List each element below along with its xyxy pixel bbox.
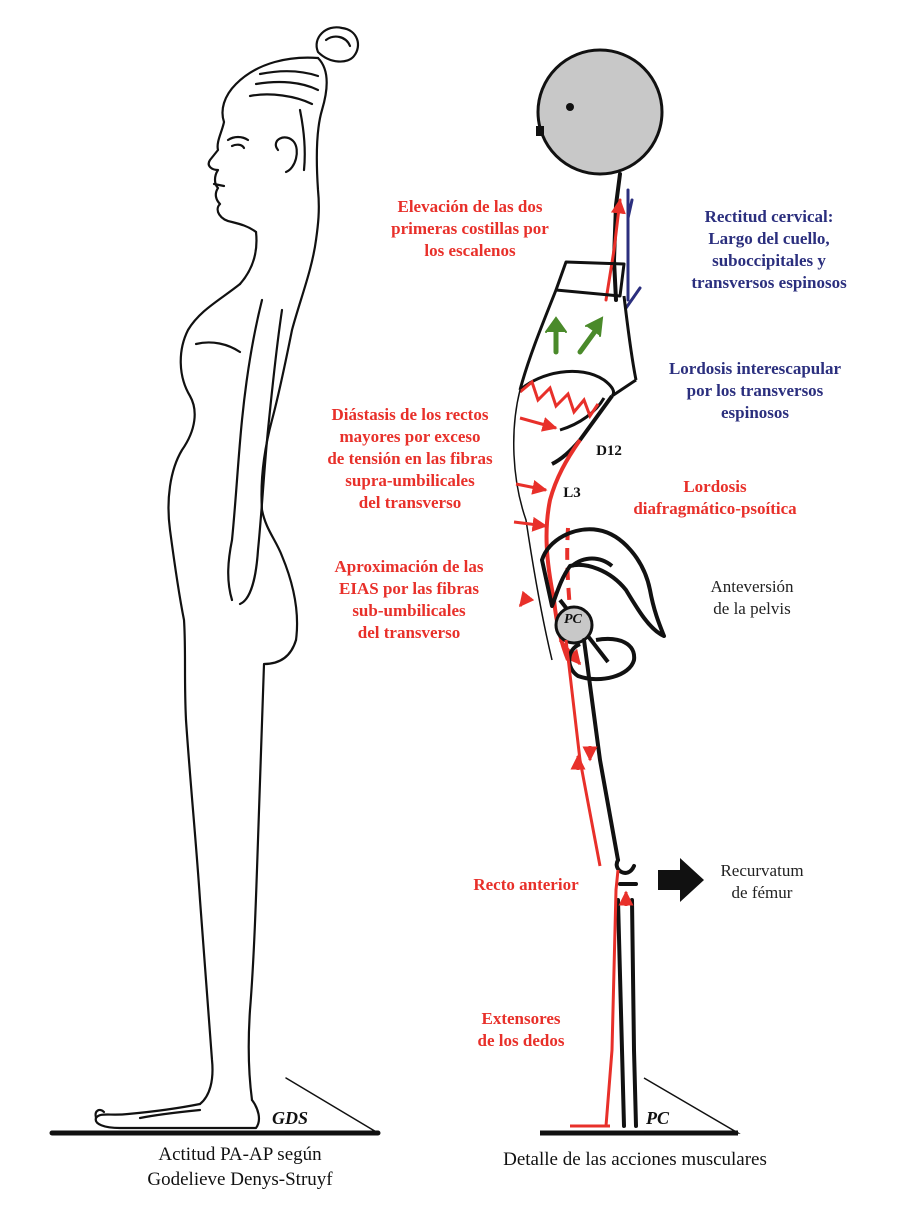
diaphragm-zigzag <box>519 379 600 420</box>
pivot-circle <box>554 605 594 645</box>
rib-cage <box>518 260 638 466</box>
green-arrow <box>545 316 604 355</box>
angle-triangle-left <box>285 1077 379 1134</box>
label-l3: L3 <box>563 485 581 501</box>
label-anteversion: Anteversión de la pelvis <box>710 577 794 618</box>
label-lordosis-diafragmatica: Lordosis diafragmático-psoítica <box>633 477 797 518</box>
label-recurvatum: Recurvatum de fémur <box>720 861 804 902</box>
cervical-spine <box>604 172 642 310</box>
hair-bun <box>315 26 360 63</box>
ear <box>274 136 298 174</box>
caption-right: Detalle de las acciones musculares <box>503 1149 767 1170</box>
head-outline <box>207 56 320 234</box>
mark-pc: PC <box>646 1108 670 1128</box>
recurvatum-arrow <box>658 858 704 902</box>
standing-figure-outline <box>49 26 381 1136</box>
label-rectitud-cervical: Rectitud cervical: Largo del cuello, sub… <box>691 207 847 292</box>
label-extensores: Extensores de los dedos <box>477 1009 565 1050</box>
label-lordosis-interescapular: Lordosis interescapular por los transver… <box>668 359 842 422</box>
head-circle <box>536 48 664 176</box>
ground-right <box>540 1077 741 1136</box>
label-elevacion: Elevación de las dos primeras costillas … <box>391 197 549 260</box>
abdomen-outline <box>513 389 553 661</box>
leg-bones <box>582 638 638 1128</box>
arm-outline <box>227 298 264 602</box>
caption-left: Actitud PA-AP según Godelieve Denys-Stru… <box>147 1144 333 1190</box>
pelvis <box>540 527 666 682</box>
feet <box>94 1098 261 1130</box>
label-d12: D12 <box>596 443 622 459</box>
mark-gds: GDS <box>272 1108 309 1128</box>
label-diastasis: Diástasis de los rectos mayores por exce… <box>327 405 493 512</box>
label-recto-anterior: Recto anterior <box>473 875 579 894</box>
leg-muscle-lines <box>564 639 634 1128</box>
pivot-label: PC <box>564 612 582 627</box>
label-aproximacion: Aproximación de las EIAS por las fibras … <box>334 557 484 642</box>
